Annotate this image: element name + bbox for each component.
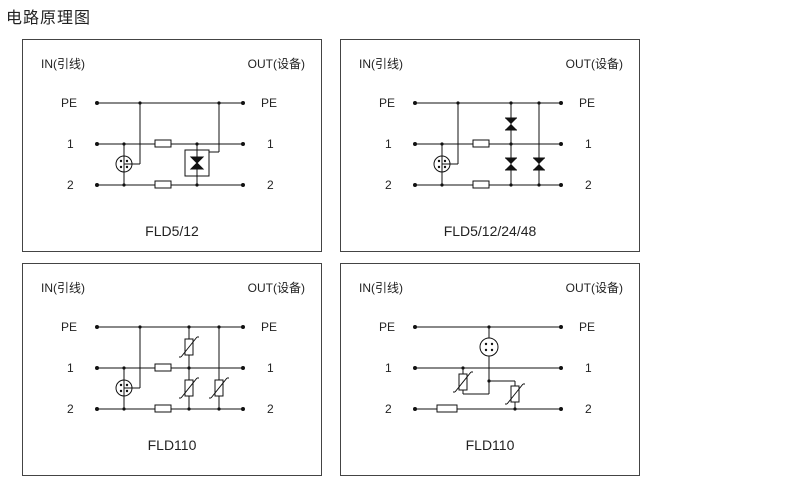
row-label-1-left: 1	[385, 137, 392, 151]
row-label-2-left: 2	[67, 402, 74, 416]
out-label: OUT(设备)	[247, 281, 305, 295]
out-label: OUT(设备)	[247, 57, 305, 71]
terminal-dots	[95, 101, 245, 187]
terminal-dots	[95, 325, 245, 411]
row-label-pe-right: PE	[579, 96, 596, 110]
in-label: IN(引线)	[359, 57, 403, 71]
circuit-panel-fld5-12: IN(引线) OUT(设备) PE 1 2 PE 1 2	[22, 39, 322, 252]
row-label-pe-right: PE	[261, 320, 278, 334]
out-label: OUT(设备)	[565, 57, 623, 71]
model-label: FLD110	[465, 437, 515, 453]
terminal-dots	[413, 325, 563, 411]
schematic-fld5-12	[97, 102, 243, 189]
row-label-1-right: 1	[267, 361, 274, 375]
row-label-pe-left: PE	[61, 320, 78, 334]
row-label-2-right: 2	[267, 402, 274, 416]
schematic-fld110-a	[97, 326, 243, 413]
row-label-1-left: 1	[67, 361, 74, 375]
row-label-1-left: 1	[67, 137, 74, 151]
in-label: IN(引线)	[359, 281, 403, 295]
row-label-2-right: 2	[585, 402, 592, 416]
row-label-2-right: 2	[585, 178, 592, 192]
row-label-2-left: 2	[67, 178, 74, 192]
row-label-1-right: 1	[585, 361, 592, 375]
circuit-panel-fld110-b: IN(引线) OUT(设备) PE 1 2 PE 1 2	[340, 263, 640, 476]
row-label-pe-left: PE	[61, 96, 78, 110]
model-label: FLD5/12	[145, 223, 199, 239]
schematic-fld5-12-24-48	[415, 102, 561, 189]
in-label: IN(引线)	[41, 57, 85, 71]
row-label-1-right: 1	[585, 137, 592, 151]
circuit-panel-fld5-12-24-48: IN(引线) OUT(设备) PE 1 2 PE 1 2	[340, 39, 640, 252]
in-label: IN(引线)	[41, 281, 85, 295]
terminal-dots	[413, 101, 563, 187]
row-label-1-left: 1	[385, 361, 392, 375]
row-label-2-right: 2	[267, 178, 274, 192]
row-label-2-left: 2	[385, 178, 392, 192]
page-title: 电路原理图	[6, 8, 92, 27]
row-label-pe-left: PE	[379, 320, 396, 334]
row-label-pe-right: PE	[261, 96, 278, 110]
out-label: OUT(设备)	[565, 281, 623, 295]
model-label: FLD5/12/24/48	[443, 223, 537, 239]
row-label-1-right: 1	[267, 137, 274, 151]
row-label-2-left: 2	[385, 402, 392, 416]
model-label: FLD110	[147, 437, 197, 453]
circuit-panel-fld110-a: IN(引线) OUT(设备) PE 1 2 PE 1 2	[22, 263, 322, 476]
row-label-pe-right: PE	[579, 320, 596, 334]
row-label-pe-left: PE	[379, 96, 396, 110]
